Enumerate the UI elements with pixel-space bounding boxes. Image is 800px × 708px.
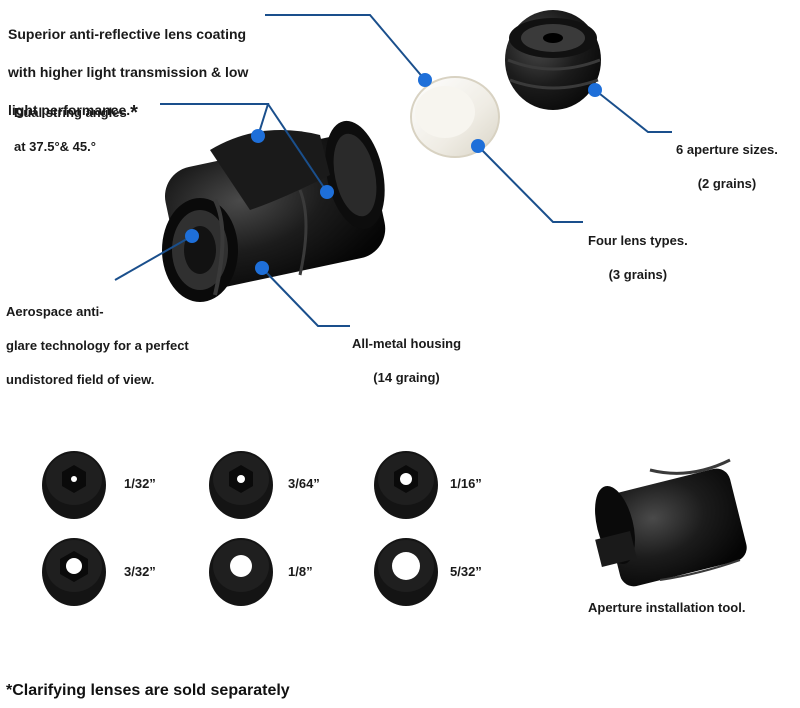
lens-types-callout: Four lens types. (3 grains) — [588, 215, 688, 300]
footnote: *Clarifying lenses are sold separately — [6, 682, 290, 699]
aperture-label-6: 5/32” — [450, 564, 482, 579]
housing-callout: All-metal housing (14 graing) — [352, 318, 461, 403]
housing-callout-dot — [255, 261, 269, 275]
installation-tool-image — [595, 458, 747, 587]
antiglare-callout-line-2: glare technology for a perfect — [6, 338, 189, 353]
housing-callout-line-1: All-metal housing — [352, 336, 462, 351]
coating-callout-line — [265, 14, 426, 81]
aperture-label-1: 1/32” — [124, 476, 156, 491]
coating-callout-dot — [418, 73, 432, 87]
lens-types-callout-line-2: (3 grains) — [608, 267, 668, 282]
antiglare-callout-line-1: Aerospace anti- — [6, 304, 104, 319]
coating-callout-line-1: Superior anti-reflective lens coating — [8, 26, 247, 42]
coating-callout: Superior anti-reflective lens coating wi… — [8, 6, 248, 142]
aperture-3-64 — [209, 451, 273, 519]
aperture-sizes-callout-line-1: 6 aperture sizes. — [676, 142, 778, 157]
string-angles-callout-line-2: at 37.5°& 45.° — [14, 139, 96, 154]
aperture-sizes-callout: 6 aperture sizes. (2 grains) — [676, 124, 778, 209]
aperture-label-5: 1/8” — [288, 564, 313, 579]
aperture-sizes-callout-line — [594, 89, 672, 133]
lens-image — [410, 76, 500, 158]
aperture-1-16 — [374, 451, 438, 519]
string-angles-callout-line-2 — [267, 103, 328, 193]
antiglare-callout-line — [114, 235, 193, 281]
peep-housing-image — [162, 120, 386, 302]
coating-callout-line-3: light performance. — [8, 102, 131, 118]
aperture-label-4: 3/32” — [124, 564, 156, 579]
string-angles-callout-dot-2 — [320, 185, 334, 199]
lens-types-callout-dot — [471, 139, 485, 153]
aperture-1-8 — [209, 538, 273, 606]
antiglare-callout-line-3: undistored field of view. — [6, 372, 155, 387]
string-angles-callout-line-1: Dual string angles — [14, 105, 127, 120]
aperture-sizes-callout-dot — [588, 83, 602, 97]
callout-lines — [114, 14, 672, 327]
antiglare-callout-dot — [185, 229, 199, 243]
aperture-label-3: 1/16” — [450, 476, 482, 491]
callout-dots — [185, 73, 602, 275]
aperture-1-32 — [42, 451, 106, 519]
aperture-image — [505, 10, 601, 110]
aperture-3-32 — [42, 538, 106, 606]
lens-types-callout-line — [477, 145, 583, 223]
string-angles-callout: Dual string angles at 37.5°& 45.° — [14, 87, 127, 172]
aperture-sizes-callout-line-2: (2 grains) — [697, 176, 757, 191]
aperture-5-32 — [374, 538, 438, 606]
tool-label: Aperture installation tool. — [588, 600, 746, 615]
coating-asterisk: * — [130, 102, 138, 124]
string-angles-callout-dot — [251, 129, 265, 143]
aperture-label-2: 3/64” — [288, 476, 320, 491]
housing-callout-line — [261, 267, 350, 327]
antiglare-callout: Aerospace anti- glare technology for a p… — [6, 286, 189, 405]
lens-types-callout-line-1: Four lens types. — [588, 233, 688, 248]
housing-callout-line-2: (14 graing) — [373, 370, 440, 385]
coating-callout-line-2: with higher light transmission & low — [8, 64, 249, 80]
aperture-size-grid — [42, 451, 438, 606]
